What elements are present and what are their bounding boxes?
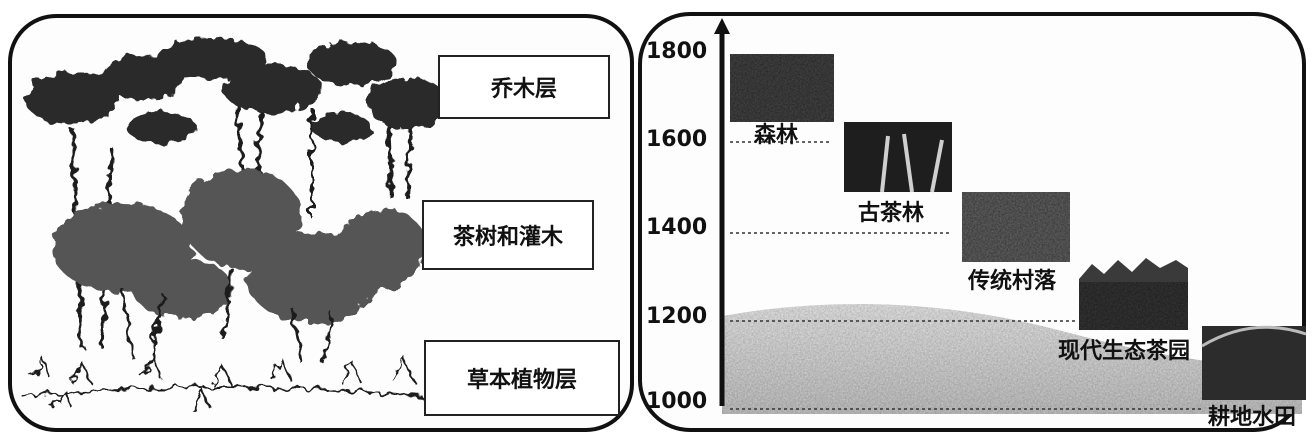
altitude-zonation-panel: 1800 1600 1400 1200 1000 森林 古茶林 传统村落 (638, 12, 1307, 432)
zone-label-modern-tea-garden: 现代生态茶园 (1058, 338, 1190, 364)
tick-1600: 1600 (646, 127, 707, 152)
traditional-village-photo (962, 192, 1070, 262)
ancient-tea-forest-photo (844, 122, 952, 193)
farmland-paddy-photo (1201, 325, 1307, 400)
tea-shrub-layer-label: 茶树和灌木 (422, 200, 594, 270)
vegetation-layers-panel: 乔木层 茶树和灌木 草本植物层 (8, 14, 634, 432)
tree-layer-label: 乔木层 (438, 55, 610, 119)
tick-1200: 1200 (646, 304, 707, 329)
zone-label-farmland-paddy: 耕地水田 (1208, 404, 1296, 430)
forest-photo (730, 54, 834, 122)
herb-layer-label: 草本植物层 (424, 340, 620, 416)
tick-1400: 1400 (646, 215, 707, 240)
axis-arrow-icon (714, 18, 730, 34)
zone-label-forest: 森林 (754, 122, 798, 148)
zone-label-ancient-tea-forest: 古茶林 (858, 200, 924, 226)
forest-sketch (21, 38, 447, 411)
tick-1800: 1800 (646, 39, 707, 64)
zone-label-traditional-village: 传统村落 (967, 268, 1057, 294)
modern-tea-garden-photo (1079, 258, 1188, 330)
tick-1000: 1000 (646, 389, 707, 414)
altitude-diagram: 1800 1600 1400 1200 1000 森林 古茶林 传统村落 (646, 18, 1307, 430)
